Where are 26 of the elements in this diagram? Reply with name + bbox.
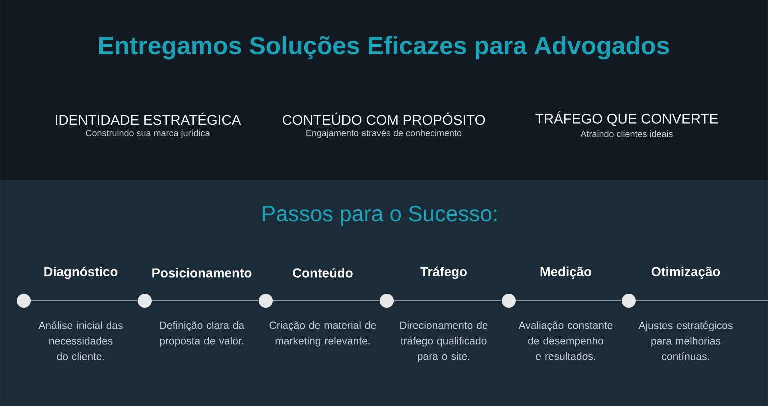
step-description: Criação de material de marketing relevante.	[270, 322, 376, 347]
feature-heading: CONTEÚDO COM PROPÓSITO	[282, 112, 486, 126]
step-description: Ajustes estratégicos para melhorias contínuas.	[638, 322, 733, 360]
step-description: Avaliação constante de desempenho e resultados.	[518, 322, 613, 360]
timeline-line	[394, 300, 502, 302]
timeline-line	[273, 300, 380, 302]
step-description: Definição clara da proposta de valor.	[160, 322, 245, 347]
title: Entregamos Soluções Eficazes para Advogados	[100, 36, 670, 60]
feature-heading: TRÁFEGO QUE CONVERTE	[536, 112, 718, 126]
feature-heading: IDENTIDADE ESTRATÉGICA	[56, 112, 242, 126]
step-heading: Tráfego	[420, 266, 467, 280]
step-heading: Conteúdo	[293, 268, 353, 278]
step-heading: Diagnóstico	[44, 266, 118, 280]
timeline-line	[152, 300, 259, 302]
step-heading: Otimização	[652, 266, 720, 280]
timeline-line	[636, 300, 768, 302]
section-heading: Passos para o Sucesso:	[263, 206, 497, 226]
step-heading: Posicionamento	[152, 268, 252, 278]
step-description: Direcionamento de tráfego qualificado para o site.	[400, 322, 488, 362]
feature-subtitle: Engajamento através de conhecimento	[306, 130, 462, 138]
feature-subtitle: Construindo sua marca jurídica	[86, 130, 210, 138]
step-heading: Medição	[540, 266, 592, 280]
feature-subtitle: Atraindo clientes ideais	[580, 130, 673, 138]
step-description: Análise inicial das necessidades do cliente.	[38, 322, 123, 360]
timeline-line	[31, 300, 138, 302]
timeline-line	[516, 300, 622, 302]
